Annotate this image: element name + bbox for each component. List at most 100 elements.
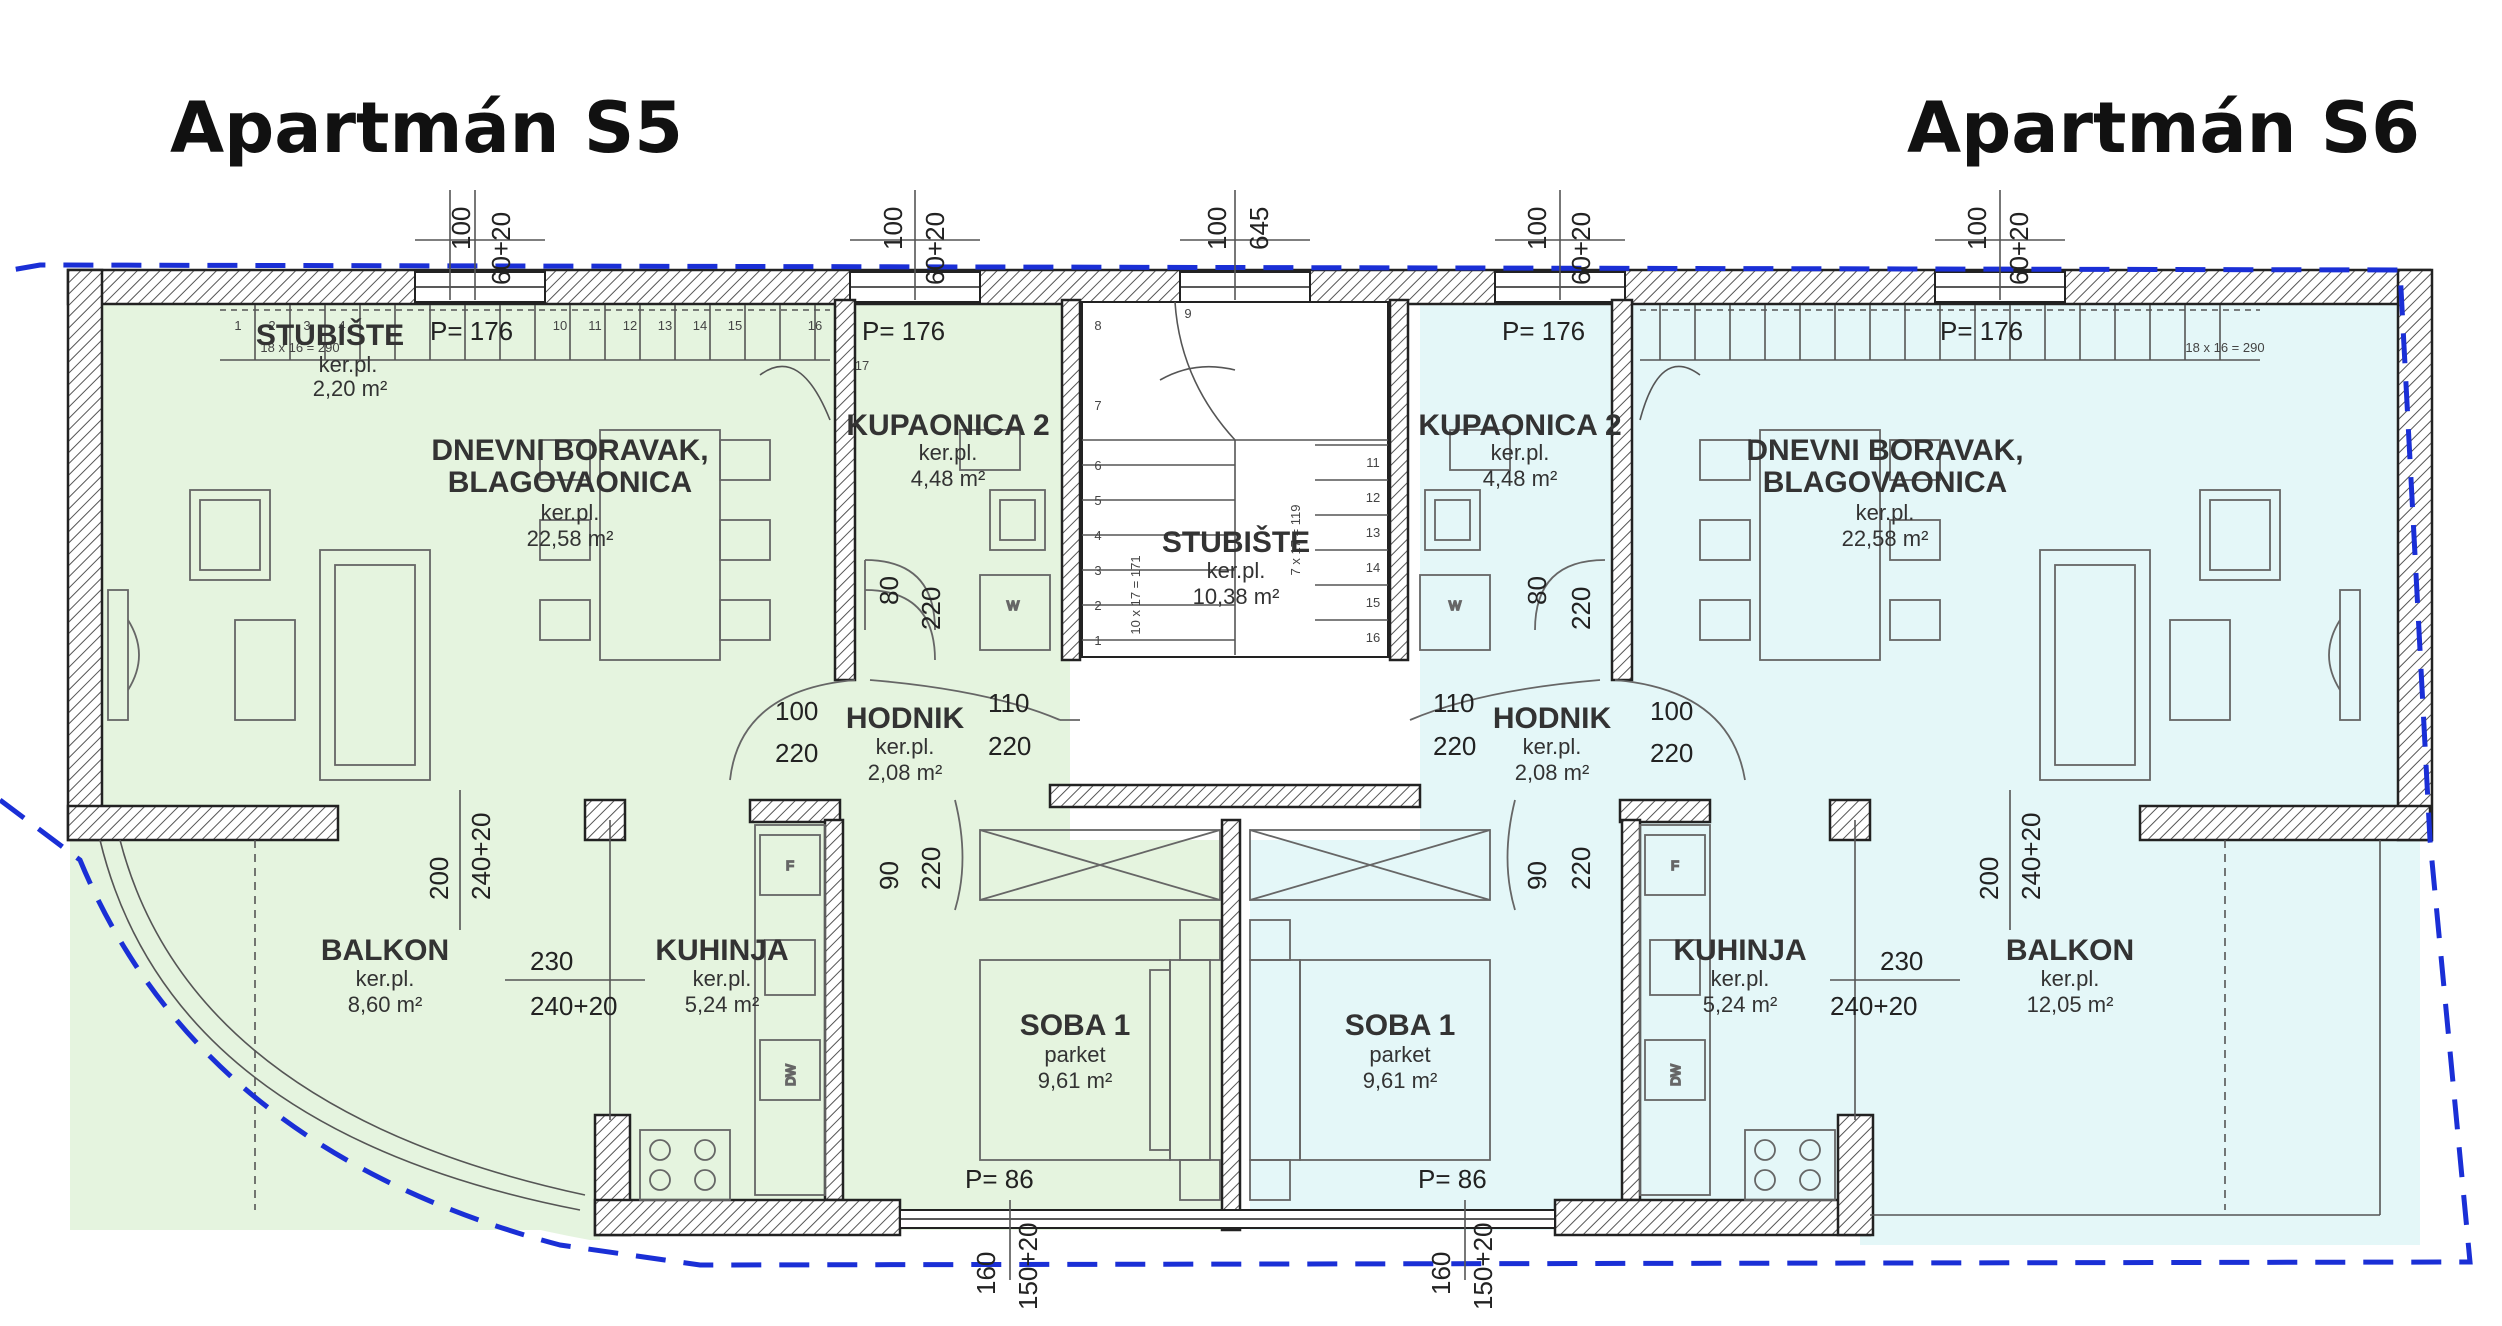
s6-dnevni-finish: ker.pl.	[1856, 500, 1915, 525]
svg-text:220: 220	[1433, 731, 1476, 761]
s5-balkon-area: 8,60 m²	[348, 992, 423, 1017]
svg-text:2: 2	[268, 318, 275, 333]
s5-soba-finish: parket	[1044, 1042, 1105, 1067]
mid-bedroom-wall	[1220, 818, 1242, 1232]
svg-text:100: 100	[1202, 207, 1232, 250]
s6-dnevni-name1: DNEVNI BORAVAK,	[1746, 434, 2023, 467]
svg-text:18 x 16 = 290: 18 x 16 = 290	[2185, 340, 2264, 355]
s5-hodnik-finish: ker.pl.	[876, 734, 935, 759]
svg-text:3: 3	[1094, 563, 1101, 578]
svg-text:645: 645	[1244, 207, 1274, 250]
svg-text:100: 100	[775, 696, 818, 726]
svg-text:220: 220	[988, 731, 1031, 761]
s6-bathroom-fixtures: W	[1419, 429, 1606, 651]
s6-living-furniture	[1699, 429, 2361, 781]
svg-text:17: 17	[855, 358, 869, 373]
apartment-s5-title: Apartmán S5	[170, 87, 683, 169]
s6-balkon-finish: ker.pl.	[2041, 966, 2100, 991]
svg-text:150+20: 150+20	[1013, 1223, 1043, 1310]
s5-dnevni-name1: DNEVNI BORAVAK,	[431, 434, 708, 467]
s6-hodnik-finish: ker.pl.	[1523, 734, 1582, 759]
svg-text:4: 4	[338, 318, 345, 333]
s6-kitchen-wall-top	[1618, 798, 1712, 824]
svg-text:14: 14	[693, 318, 707, 333]
svg-text:15: 15	[1366, 595, 1380, 610]
s5-lower-wall	[66, 804, 340, 842]
svg-text:W: W	[1449, 598, 1462, 613]
svg-text:14: 14	[1366, 560, 1380, 575]
svg-text:P= 176: P= 176	[862, 316, 945, 346]
s5-kitchen-wall-top	[748, 798, 842, 824]
svg-text:100: 100	[878, 207, 908, 250]
svg-text:80: 80	[1522, 576, 1552, 605]
svg-text:12: 12	[1366, 490, 1380, 505]
s5-kupaonica-name: KUPAONICA 2	[846, 409, 1049, 442]
svg-text:220: 220	[1566, 847, 1596, 890]
s5-bathroom-fixtures: W	[864, 429, 1051, 661]
s6-balkon-area: 12,05 m²	[2027, 992, 2114, 1017]
inner-dimensions: P= 176 P= 176 P= 176 P= 176 80 220 80 22…	[424, 316, 2046, 1310]
svg-text:10 x 17 = 171: 10 x 17 = 171	[1128, 555, 1143, 634]
svg-text:5: 5	[1094, 493, 1101, 508]
s5-kitchen-units: F DW	[639, 824, 826, 1201]
s6-kuhinja-area: 5,24 m²	[1703, 992, 1778, 1017]
svg-text:240+20: 240+20	[2016, 813, 2046, 900]
svg-text:80: 80	[874, 576, 904, 605]
s5-kuhinja-area: 5,24 m²	[685, 992, 760, 1017]
svg-text:13: 13	[1366, 525, 1380, 540]
svg-text:6: 6	[1094, 458, 1101, 473]
svg-text:110: 110	[988, 688, 1029, 718]
svg-text:60+20: 60+20	[2004, 212, 2034, 285]
svg-text:220: 220	[916, 847, 946, 890]
stair-wall-right	[1388, 298, 1410, 662]
s6-hodnik-name: HODNIK	[1493, 702, 1612, 735]
svg-text:2: 2	[1094, 598, 1101, 613]
svg-text:18 x 16 = 290: 18 x 16 = 290	[260, 340, 339, 355]
s5-balcony-railing	[99, 839, 581, 1211]
svg-text:200: 200	[424, 857, 454, 900]
svg-text:60+20: 60+20	[1566, 212, 1596, 285]
s5-soba-name: SOBA 1	[1020, 1009, 1131, 1042]
svg-text:15: 15	[728, 318, 742, 333]
s5-kupaonica-area: 4,48 m²	[911, 466, 986, 491]
svg-text:230: 230	[530, 946, 573, 976]
s6-lower-wall	[2138, 804, 2432, 842]
svg-text:90: 90	[1522, 861, 1552, 890]
s5-bath-wall-left	[833, 298, 857, 682]
s6-hodnik-area: 2,08 m²	[1515, 760, 1590, 785]
svg-text:1: 1	[234, 318, 241, 333]
central-stair: 8 7 6 5 4 3 2 1 9 11 12 13 14 15 16 10 x…	[1081, 301, 1389, 658]
s6-kupaonica-name: KUPAONICA 2	[1418, 409, 1621, 442]
stubiste-center-name: STUBIŠTE	[1162, 525, 1310, 559]
svg-text:100: 100	[1962, 207, 1992, 250]
svg-text:P= 86: P= 86	[1418, 1164, 1487, 1194]
svg-text:90: 90	[874, 861, 904, 890]
s5-soba-area: 9,61 m²	[1038, 1068, 1113, 1093]
stair-wall-left	[1060, 298, 1082, 662]
stubiste-center-area: 10,38 m²	[1193, 584, 1280, 609]
svg-text:P= 86: P= 86	[965, 1164, 1034, 1194]
s5-stubiste-area: 2,20 m²	[313, 376, 388, 401]
s5-stubiste-finish: ker.pl.	[319, 352, 378, 377]
s5-dnevni-finish: ker.pl.	[541, 500, 600, 525]
svg-text:DW: DW	[1668, 1063, 1683, 1085]
s6-bottom-pier	[1836, 1113, 1875, 1237]
s5-kuhinja-finish: ker.pl.	[693, 966, 752, 991]
svg-text:100: 100	[446, 207, 476, 250]
svg-text:11: 11	[588, 318, 602, 333]
s5-column	[583, 798, 627, 842]
svg-text:F: F	[786, 858, 794, 873]
svg-text:7 x 17 = 119: 7 x 17 = 119	[1288, 505, 1303, 576]
s5-hallway-doors	[729, 679, 1080, 911]
s6-dnevni-name2: BLAGOVAONICA	[1763, 466, 2007, 499]
top-dimensions: 100 60+20 100 60+20 100 645 100 60+20 10…	[415, 190, 2065, 300]
s5-stair: 1 2 3 4 10 11 12 13 14 15 16 17 18 x 16 …	[220, 305, 869, 421]
svg-text:220: 220	[1650, 738, 1693, 768]
s5-dnevni-area: 22,58 m²	[527, 526, 614, 551]
s6-kuhinja-name: KUHINJA	[1673, 934, 1806, 967]
svg-text:240+20: 240+20	[466, 813, 496, 900]
svg-text:220: 220	[916, 587, 946, 630]
svg-text:16: 16	[808, 318, 822, 333]
svg-text:8: 8	[1094, 318, 1101, 333]
s5-kuhinja-name: KUHINJA	[655, 934, 788, 967]
